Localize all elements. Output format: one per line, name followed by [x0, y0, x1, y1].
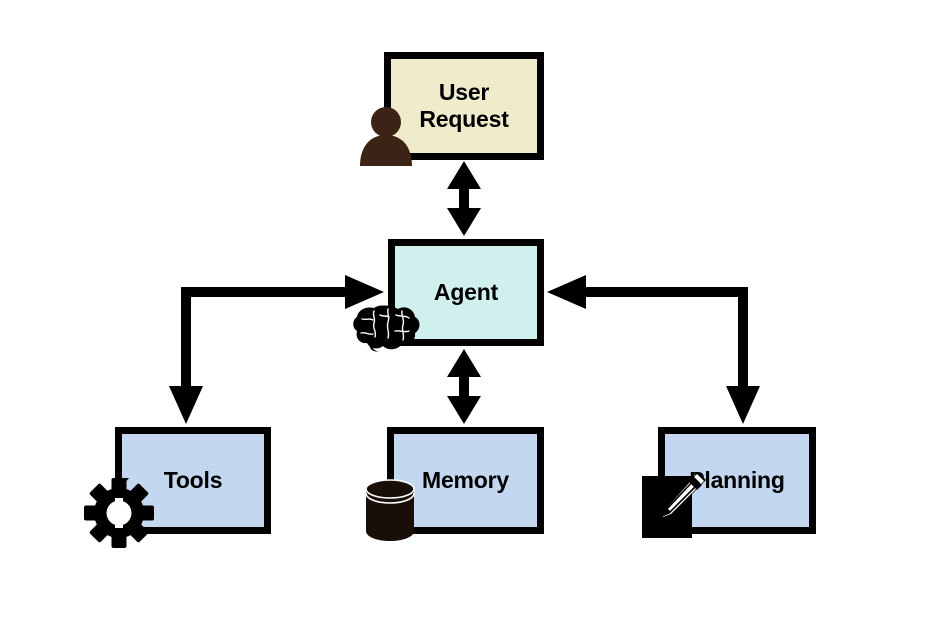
node-user-request-label-line1: User: [438, 78, 490, 105]
connector-agent-planning: [547, 275, 760, 424]
node-tools-label: Tools: [163, 466, 223, 493]
connector-agent-memory: [447, 349, 481, 424]
node-user-request[interactable]: User Request: [384, 52, 544, 160]
node-user-request-label: User Request: [419, 78, 509, 133]
node-memory-label: Memory: [422, 466, 509, 493]
connector-agent-tools: [169, 275, 384, 424]
connector-user-request-agent: [447, 161, 481, 236]
node-planning-label: Planning: [689, 466, 785, 493]
node-agent-label: Agent: [433, 278, 499, 305]
node-user-request-label-line2: Request: [419, 106, 509, 132]
